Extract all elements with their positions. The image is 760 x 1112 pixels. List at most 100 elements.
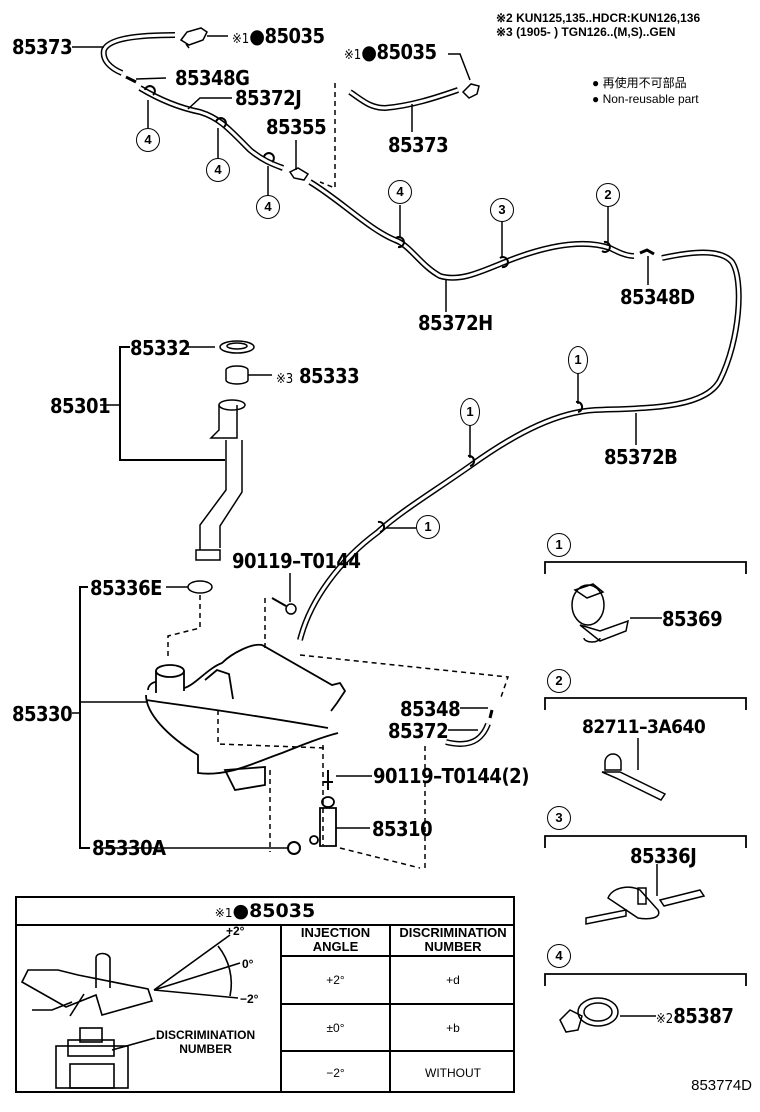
- hose-85372B: [297, 249, 742, 641]
- clip-85336J-drawing: [585, 886, 706, 925]
- label-85369[interactable]: 85369: [662, 607, 723, 631]
- divider: [280, 1050, 515, 1052]
- row-3-disc: WITHOUT: [425, 1065, 481, 1080]
- header-injection-angle: INJECTION ANGLE: [300, 925, 371, 954]
- label-85372H[interactable]: 85372H: [418, 311, 493, 335]
- grommet-85336E: [187, 580, 213, 594]
- label-85310[interactable]: 85310: [372, 817, 433, 841]
- marker-1: ※1: [214, 906, 233, 920]
- marker-3: ※3: [276, 372, 294, 387]
- angle-label-minus: −2°: [240, 992, 259, 1006]
- divider: [280, 955, 515, 957]
- header-discrimination-number: DISCRIMINATION NUMBER: [399, 925, 507, 954]
- row-2-disc: +b: [446, 1020, 460, 1035]
- callout-clip-3[interactable]: 3: [490, 198, 514, 222]
- nozzle-angle-figure: [20, 934, 241, 1017]
- clip-82711-3A640-drawing: [601, 753, 667, 801]
- pump-85310: [309, 796, 337, 847]
- note-3: ※3 (1905- ) TGN126..(M,S)..GEN: [496, 25, 676, 39]
- note-2: ※2 KUN125,135..HDCR:KUN126,136: [496, 11, 701, 25]
- label-85301[interactable]: 85301: [50, 394, 111, 418]
- bracket-85301: [119, 346, 225, 461]
- callout-clip-4[interactable]: 4: [206, 158, 230, 182]
- connector-85348G: [125, 75, 137, 84]
- marker-2: ※2: [656, 1012, 674, 1027]
- discrimination-number-label: DISCRIMINATION NUMBER: [156, 1028, 256, 1056]
- joint-85355: [288, 167, 310, 181]
- clip-4-bracket: [544, 973, 747, 986]
- legend-jp: ● 再使用不可部品: [592, 76, 687, 90]
- label-90119-T0144-2[interactable]: 90119–T0144(2): [373, 764, 529, 788]
- table-title-part: ●85035: [232, 900, 316, 922]
- label-85372J[interactable]: 85372J: [235, 86, 302, 110]
- label-85330A[interactable]: 85330A: [92, 836, 166, 860]
- clip-2-bracket: [544, 697, 747, 710]
- clip-1-bracket: [544, 561, 747, 574]
- label-85348[interactable]: 85348: [400, 697, 461, 721]
- label-90119-T0144[interactable]: 90119–T0144: [232, 549, 361, 573]
- callout-clip-2[interactable]: 2: [596, 183, 620, 207]
- clip-85369-drawing: [571, 583, 629, 643]
- label-85355[interactable]: 85355: [266, 115, 327, 139]
- drawing-code: 853774D: [691, 1077, 752, 1094]
- callout-clip-4[interactable]: 4: [136, 128, 160, 152]
- connector-85348: [488, 709, 494, 719]
- label-85373-right[interactable]: 85373: [388, 133, 449, 157]
- hose-85372H: [308, 179, 635, 281]
- label-85336J[interactable]: 85336J: [630, 844, 697, 868]
- clamp: [377, 520, 386, 533]
- washer-tank-85330: [145, 643, 347, 791]
- clip-panel-3-number: 3: [547, 806, 571, 830]
- label-82711-3A640[interactable]: 82711–3A640: [582, 716, 706, 738]
- label-85373-left[interactable]: 85373: [12, 35, 73, 59]
- grommet-85330A: [287, 841, 301, 855]
- clamp: [215, 117, 227, 128]
- legend-en: ● Non-reusable part: [592, 92, 699, 106]
- marker-1: ※1: [344, 48, 362, 63]
- bolt-head: [285, 603, 297, 615]
- label-85348D[interactable]: 85348D: [620, 285, 695, 309]
- callout-clip-4[interactable]: 4: [388, 180, 412, 204]
- label-85332[interactable]: 85332: [130, 336, 191, 360]
- divider: [280, 1003, 515, 1005]
- inlet-pipe: [195, 399, 246, 561]
- cap-85332: [219, 340, 255, 354]
- callout-clip-1[interactable]: 1: [568, 346, 588, 374]
- leader-85035-right: [448, 53, 471, 81]
- dashed-ref: [299, 654, 510, 701]
- label-85372[interactable]: 85372: [388, 719, 449, 743]
- label-85333[interactable]: ※3 85333: [276, 366, 360, 387]
- hose-85372: [445, 722, 491, 747]
- dashed-ref: [167, 595, 201, 660]
- nozzle-85035-right: [461, 83, 480, 99]
- callout-clip-1[interactable]: 1: [460, 398, 480, 426]
- label-85372B[interactable]: 85372B: [604, 445, 678, 469]
- cap-85332-inner: [226, 342, 248, 350]
- bolt-90119-T0144-2: [323, 770, 333, 790]
- dashed-ref: [339, 847, 421, 869]
- label-85330[interactable]: 85330: [12, 702, 73, 726]
- callout-clip-1[interactable]: 1: [416, 515, 440, 539]
- angle-label-plus: +2°: [226, 924, 245, 938]
- hose-85373-left: [100, 32, 176, 76]
- label-85387[interactable]: ※285387: [656, 1006, 734, 1027]
- clip-panel-4-number: 4: [547, 944, 571, 968]
- row-3-angle: −2°: [326, 1065, 345, 1080]
- hose-85373-right: [348, 87, 459, 112]
- nozzle-discrimination-table: ※1●85035 INJECTION ANGLE DISCRIMINATION …: [15, 896, 515, 1093]
- clamp: [601, 240, 611, 253]
- label-85035-top[interactable]: ※1●85035: [232, 26, 325, 46]
- connector-figure: [55, 1027, 156, 1089]
- callout-clip-4[interactable]: 4: [256, 195, 280, 219]
- label-85336E[interactable]: 85336E: [90, 576, 162, 600]
- table-title: ※1●85035: [17, 898, 513, 926]
- part-number: ●85035: [361, 40, 437, 64]
- part-number: ●85035: [249, 24, 325, 48]
- label-85348G[interactable]: 85348G: [175, 66, 250, 90]
- strainer-85333: [225, 365, 249, 385]
- clip-85387-drawing: [559, 997, 619, 1033]
- label-85035-right[interactable]: ※1●85035: [344, 42, 437, 62]
- clamp: [144, 85, 156, 96]
- divider: [280, 924, 282, 1093]
